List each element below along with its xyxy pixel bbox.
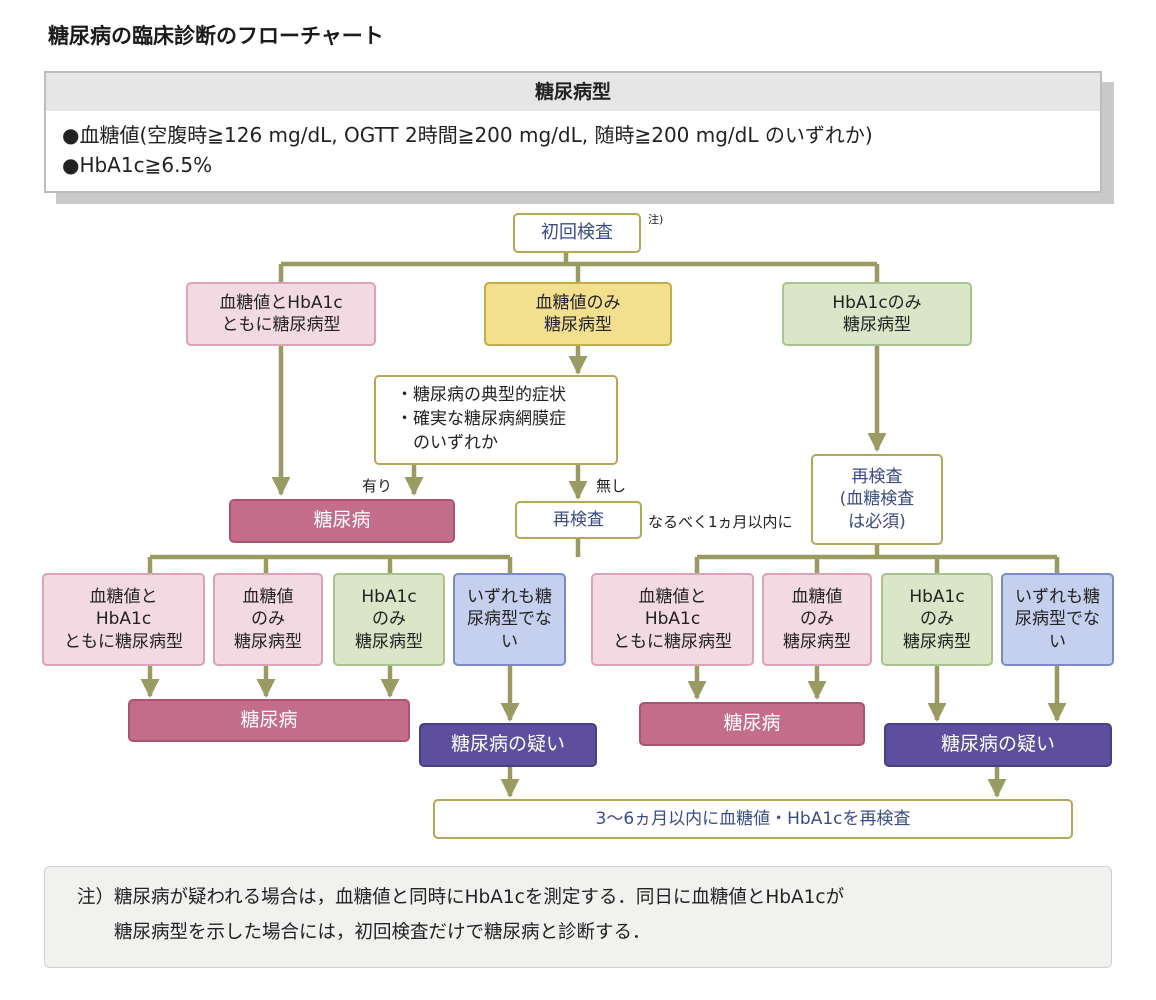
left-suspected-diabetes: 糖尿病の疑い — [419, 723, 597, 767]
right-diagnosis-diabetes: 糖尿病 — [639, 702, 865, 746]
right-glucose-only-diabetic-type: 血糖値 のみ 糖尿病型 — [762, 573, 872, 666]
top-hba1c-only-diabetic-type: HbA1cのみ 糖尿病型 — [782, 282, 972, 346]
right-hba1c-only-diabetic-type: HbA1c のみ 糖尿病型 — [881, 573, 993, 666]
footnote-box: 注）糖尿病が疑われる場合は，血糖値と同時にHbA1cを測定する．同日に血糖値とH… — [44, 866, 1112, 968]
typical-symptoms-condition: ・糖尿病の典型的症状 ・確実な糖尿病網膜症 のいずれか — [374, 375, 618, 465]
label-no: 無し — [596, 477, 627, 495]
retest-timing-note: なるべく1ヵ月以内に — [648, 513, 793, 531]
initial-exam-box: 初回検査 — [513, 213, 641, 253]
definition-heading: 糖尿病型 — [46, 73, 1100, 111]
definition-hba1c-criteria: ●HbA1c≧6.5% — [62, 153, 213, 177]
right-both-diabetic-type: 血糖値と HbA1c ともに糖尿病型 — [591, 573, 754, 666]
footnote-line-1: 注）糖尿病が疑われる場合は，血糖値と同時にHbA1cを測定する．同日に血糖値とH… — [77, 887, 845, 908]
left-hba1c-only-diabetic-type: HbA1c のみ 糖尿病型 — [333, 573, 445, 666]
final-retest-box: 3～6ヵ月以内に血糖値・HbA1cを再検査 — [433, 799, 1073, 839]
footnote-line-2: 糖尿病型を示した場合には，初回検査だけで糖尿病と診断する． — [77, 922, 651, 943]
top-glucose-only-diabetic-type: 血糖値のみ 糖尿病型 — [484, 282, 672, 346]
left-glucose-only-diabetic-type: 血糖値 のみ 糖尿病型 — [213, 573, 323, 666]
retest-glucose-required-box: 再検査 (血糖検査 は必須) — [811, 454, 943, 545]
label-yes: 有り — [362, 477, 393, 495]
right-suspected-diabetes: 糖尿病の疑い — [884, 723, 1112, 767]
retest-box: 再検査 — [515, 501, 642, 539]
right-neither-diabetic-type: いずれも糖 尿病型でな い — [1001, 573, 1114, 666]
left-neither-diabetic-type: いずれも糖 尿病型でな い — [453, 573, 566, 666]
initial-exam-note-mark: 注) — [648, 213, 664, 226]
top-both-diabetic-type: 血糖値とHbA1c ともに糖尿病型 — [186, 282, 376, 346]
left-both-diabetic-type: 血糖値と HbA1c ともに糖尿病型 — [42, 573, 205, 666]
definition-box: 糖尿病型 ●血糖値(空腹時≧126 mg/dL, OGTT 2時間≧200 mg… — [44, 71, 1102, 193]
left-diagnosis-diabetes: 糖尿病 — [128, 699, 410, 742]
diagnosis-diabetes-box: 糖尿病 — [229, 499, 455, 543]
definition-glucose-criteria: ●血糖値(空腹時≧126 mg/dL, OGTT 2時間≧200 mg/dL, … — [62, 123, 873, 147]
page-title: 糖尿病の臨床診断のフローチャート — [48, 24, 384, 48]
